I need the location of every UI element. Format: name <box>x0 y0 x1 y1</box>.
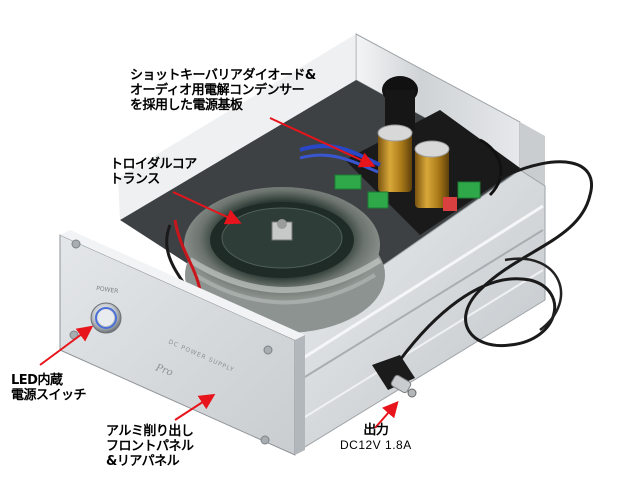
label-transformer-line-1: トロイダルコア <box>110 157 197 172</box>
label-switch-line-2: 電源スイッチ <box>11 388 87 403</box>
label-output: 出力 DC12V 1.8A <box>340 423 412 453</box>
terminal-block <box>334 174 362 190</box>
power-label: POWER <box>96 285 119 295</box>
label-transformer-line-2: トランス <box>110 172 160 187</box>
screw-icon <box>71 239 81 249</box>
annotation-arrows <box>39 117 399 429</box>
label-pcb-line-2: オーディオ用電解コンデンサー <box>130 83 305 98</box>
screw-icon <box>260 435 270 445</box>
capacitor-2 <box>414 140 450 208</box>
capacitor-1 <box>377 124 413 192</box>
label-switch-line-1: LED内蔵 <box>11 373 63 388</box>
label-panel-line-1: アルミ削り出し <box>106 424 194 439</box>
label-output-spec: DC12V 1.8A <box>340 438 412 452</box>
label-pcb-line-3: を採用した電源基板 <box>130 98 243 113</box>
label-panel-line-3: &リアパネル <box>106 454 180 469</box>
label-pcb-line-1: ショットキーバリアダイオード& <box>130 68 316 83</box>
front-panel: POWER DC POWER SUPPLY Pro <box>59 230 305 456</box>
label-pcb: ショットキーバリアダイオード& オーディオ用電解コンデンサー を採用した電源基板 <box>130 68 316 113</box>
terminal-block <box>367 191 389 209</box>
power-button[interactable] <box>90 302 122 334</box>
label-switch: LED内蔵 電源スイッチ <box>11 373 87 403</box>
arrow-transformer <box>172 191 242 225</box>
film-capacitor <box>443 197 457 211</box>
dc-output-cable <box>372 160 593 398</box>
arrow-switch <box>39 325 94 366</box>
screw-icon <box>263 345 273 355</box>
pcb-board <box>299 76 520 235</box>
label-transformer: トロイダルコア トランス <box>110 157 197 187</box>
label-panel-line-2: フロントパネル <box>106 439 194 454</box>
label-panel: アルミ削り出し フロントパネル &リアパネル <box>106 424 194 469</box>
arrow-panel <box>174 393 216 421</box>
arrow-pcb <box>269 117 376 168</box>
terminal-block <box>457 181 481 199</box>
arrow-output <box>374 400 399 429</box>
label-output-title: 出力 <box>363 423 389 438</box>
